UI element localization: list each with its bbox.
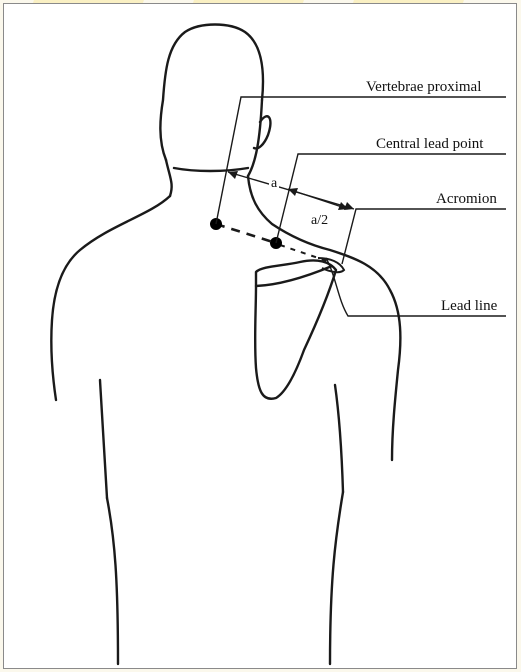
arrow-a-left bbox=[228, 171, 238, 179]
label-distance-half-a: a/2 bbox=[309, 213, 330, 229]
right-arm-inner bbox=[335, 385, 343, 492]
ear-right bbox=[254, 116, 270, 148]
torso-left bbox=[107, 498, 118, 664]
label-central-lead-point: Central lead point bbox=[376, 136, 483, 152]
dimension-a-half-line bbox=[288, 189, 348, 209]
scapula-outline bbox=[255, 260, 336, 398]
label-lead-line: Lead line bbox=[441, 298, 497, 314]
leader-acromion bbox=[342, 209, 506, 264]
dashed-lead-line bbox=[216, 224, 276, 243]
shoulder-left bbox=[51, 196, 170, 400]
label-distance-a: a bbox=[269, 176, 279, 192]
label-vertebrae-proximal: Vertebrae proximal bbox=[366, 79, 481, 95]
left-arm-inner bbox=[100, 380, 107, 498]
head-outline-right bbox=[248, 100, 262, 176]
label-acromion: Acromion bbox=[436, 191, 497, 207]
jaw-line bbox=[174, 168, 248, 171]
arrow-half-a-left bbox=[288, 188, 298, 196]
head-outline-left bbox=[160, 25, 263, 161]
neck-left bbox=[166, 160, 172, 196]
scapula-spine bbox=[256, 266, 332, 286]
torso-right bbox=[330, 492, 343, 664]
